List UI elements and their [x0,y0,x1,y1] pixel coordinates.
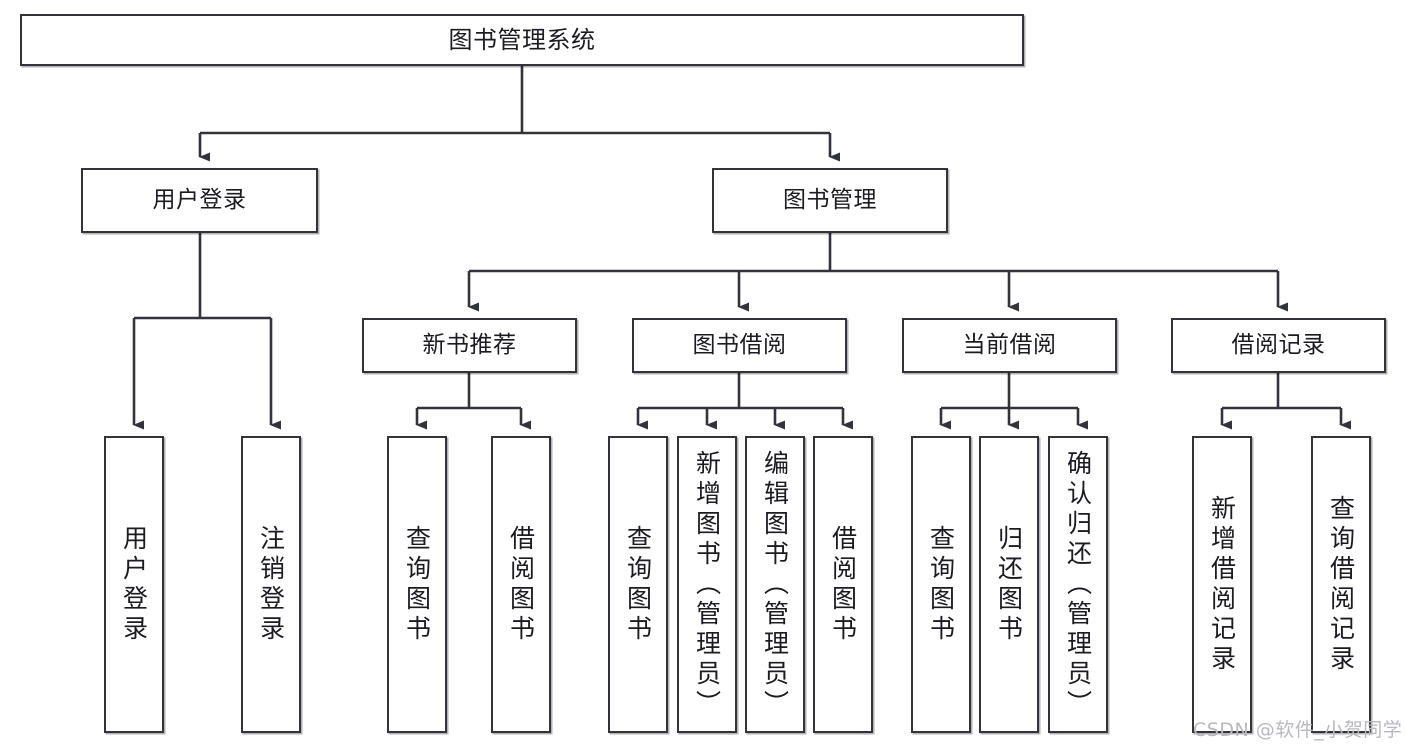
leaf-new-book-query-book[interactable]: 查询图书 [387,436,447,733]
node-label: 查询借阅记录 [1326,494,1356,675]
leaf-book-borrow-query-book[interactable]: 查询图书 [608,436,668,733]
node-label: 归还图书 [994,524,1024,645]
node-label: 编辑图书（管理员） [760,449,790,720]
leaf-book-borrow-edit-book-admin[interactable]: 编辑图书（管理员） [745,436,805,733]
node-user-login[interactable]: 用户登录 [81,168,318,233]
node-label: 查询图书 [402,524,432,645]
node-label: 图书管理 [783,186,877,213]
node-label: 借阅图书 [828,524,858,645]
node-book-management[interactable]: 图书管理 [712,168,948,233]
leaf-user-login-login[interactable]: 用户登录 [104,436,164,733]
node-book-borrow[interactable]: 图书借阅 [632,318,847,373]
node-current-borrow[interactable]: 当前借阅 [902,318,1117,373]
node-label: 确认归还（管理员） [1063,449,1093,720]
node-label: 新增借阅记录 [1207,494,1237,675]
leaf-new-book-borrow-book[interactable]: 借阅图书 [491,436,551,733]
leaf-user-login-logout[interactable]: 注销登录 [241,436,301,733]
node-label: 图书管理系统 [448,25,596,54]
leaf-current-borrow-confirm-return-admin[interactable]: 确认归还（管理员） [1048,436,1108,733]
node-label: 查询图书 [623,524,653,645]
node-new-book-recommend[interactable]: 新书推荐 [362,318,577,373]
leaf-current-borrow-query-book[interactable]: 查询图书 [911,436,971,733]
node-label: 当前借阅 [962,331,1057,358]
node-label: 新书推荐 [422,331,517,358]
node-root-book-management-system[interactable]: 图书管理系统 [20,14,1024,66]
node-label: 用户登录 [152,186,247,213]
node-label: 新增图书（管理员） [692,449,722,720]
leaf-borrow-record-add-record[interactable]: 新增借阅记录 [1192,436,1252,733]
node-label: 图书借阅 [692,331,787,358]
leaf-current-borrow-return-book[interactable]: 归还图书 [979,436,1039,733]
node-label: 用户登录 [119,524,149,645]
csdn-watermark: CSDN @软件_小贺同学 [1193,719,1403,741]
node-label: 借阅记录 [1231,331,1326,358]
node-label: 查询图书 [926,524,956,645]
node-borrow-record[interactable]: 借阅记录 [1171,318,1386,373]
leaf-borrow-record-query-record[interactable]: 查询借阅记录 [1311,436,1371,733]
leaf-book-borrow-borrow-book[interactable]: 借阅图书 [813,436,873,733]
node-label: 借阅图书 [506,524,536,645]
node-label: 注销登录 [256,524,286,645]
leaf-book-borrow-add-book-admin[interactable]: 新增图书（管理员） [677,436,737,733]
